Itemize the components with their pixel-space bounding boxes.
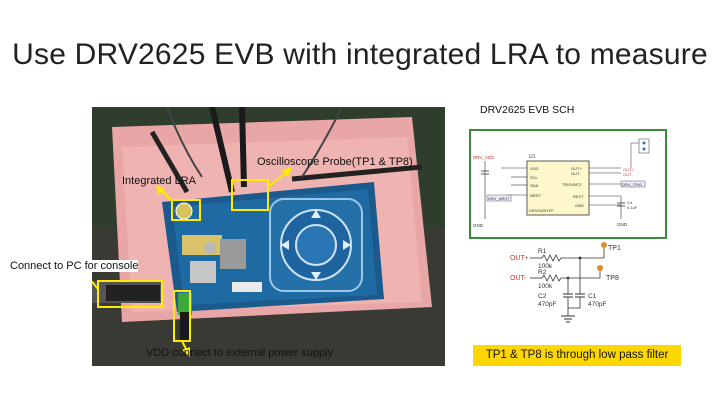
label-oscilloscope-probe: Oscilloscope Probe(TP1 & TP8) [257,156,413,168]
filter-r1: R1 [538,248,547,255]
filter-c1-value: 470pF [588,301,606,308]
net-drv-vdd: DRV_VDD [473,155,495,160]
pin-scl: SCL [530,175,539,180]
cap-c4-value: 0.1uF [627,205,638,210]
filter-c1: C1 [588,293,597,300]
drv2625-schematic-drawing: U1 DRV2625YFF VDD SCL SDA NRST OUT+ OUT-… [473,138,650,228]
net-drv-trig: DRV_TRIG [622,182,642,187]
pin-nrst: NRST [530,193,541,198]
pin-rext: REXT [573,194,584,199]
pin-vdd: VDD [530,166,539,171]
label-integrated-lra: Integrated LRA [122,175,196,187]
evb-photo-drawing [92,107,445,366]
low-pass-filter-drawing: OUT+ TP1 R1 100k OUT- TP8 R2 100k C2 470… [510,242,621,323]
filter-r2: R2 [538,269,547,276]
filter-out-minus: OUT- [510,275,527,282]
net-drv-nrst: DRV_NRST [488,196,510,201]
net-out-minus: OUT- [623,172,633,177]
evb-photo [92,107,445,366]
filter-c2-value: 470pF [538,301,556,308]
cap-c4: C4 [627,200,633,205]
gnd-left: GND [473,223,484,228]
filter-tp1: TP1 [608,245,621,252]
filter-r1-value: 100k [538,263,553,270]
label-vdd-power: VDD connect to external power supply [146,347,334,359]
filter-c2: C2 [538,293,547,300]
pin-out-minus: OUT- [571,171,581,176]
ic-part: DRV2625YFF [529,208,554,213]
pin-out-plus: OUT+ [571,166,582,171]
pin-gnd: GND [575,203,584,208]
filter-r2-value: 100k [538,283,553,290]
filter-tp8: TP8 [606,275,619,282]
pin-sda: SDA [530,183,539,188]
gnd-right: GND [617,222,628,227]
drv2625-schematic: U1 DRV2625YFF VDD SCL SDA NRST OUT+ OUT-… [469,129,667,239]
pin-trig: TRIG/INTZ [562,182,582,187]
ic-ref: U1 [529,154,536,160]
label-connect-pc: Connect to PC for console [10,260,139,272]
low-pass-filter-schematic: OUT+ TP1 R1 100k OUT- TP8 R2 100k C2 470… [508,240,648,340]
net-out-plus: OUT+ [623,167,634,172]
schematic-title: DRV2625 EVB SCH [480,104,575,116]
slide-title: Use DRV2625 EVB with integrated LRA to m… [12,38,708,71]
filter-out-plus: OUT+ [510,255,529,262]
low-pass-filter-note: TP1 & TP8 is through low pass filter [473,345,681,366]
